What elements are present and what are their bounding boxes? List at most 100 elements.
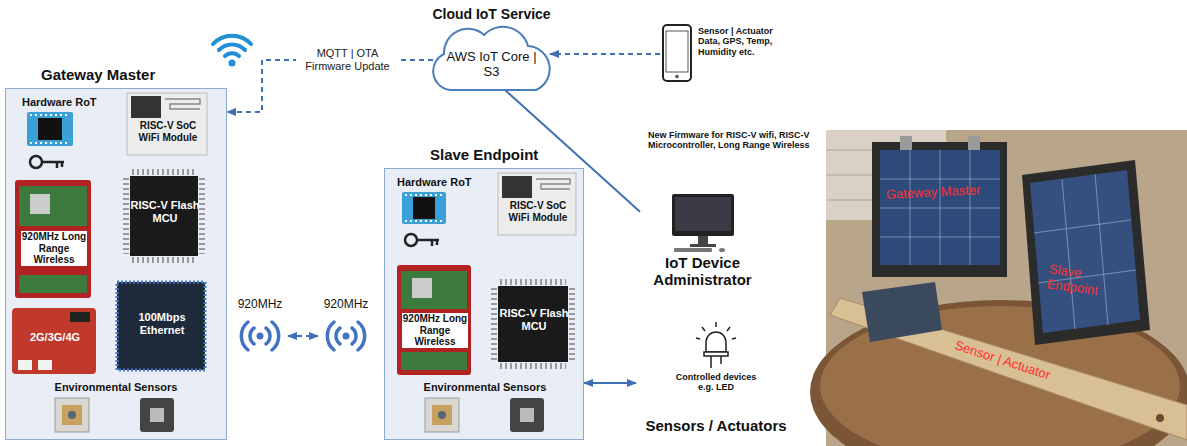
node-text: 920MHz Long Range Wireless	[21, 231, 87, 266]
mcu-chip-part	[569, 288, 575, 360]
sensor-chip-part	[140, 398, 174, 432]
key-icon-part	[417, 240, 439, 246]
monitor-icon-part	[719, 248, 725, 252]
photo-part	[880, 150, 1000, 265]
cellular-board-part	[12, 308, 96, 374]
mcu-chip-part	[132, 257, 196, 263]
gateway-box: Gateway MasterHardware RoTRISC-V SoC WiF…	[5, 88, 227, 440]
wifi-module-part	[131, 96, 161, 118]
node-text: 920MHz	[232, 298, 288, 312]
node-text: RISC-V Flash MCU	[498, 307, 570, 332]
panel-fill-part	[5, 88, 227, 440]
radio-board-part	[401, 271, 467, 309]
led-icon-part	[702, 327, 705, 331]
monitor-icon-part	[675, 197, 731, 231]
radio-module-box: 920MHz Long Range Wireless	[13, 179, 95, 301]
photo-part	[1156, 414, 1164, 422]
photo-part	[862, 282, 942, 342]
sensor-chip-part	[510, 398, 544, 432]
key-icon-part	[30, 156, 42, 168]
mcu-chip-part	[199, 178, 205, 254]
rot-chip-part	[30, 142, 70, 144]
wifi-module-part	[536, 179, 570, 189]
wifi-icon-part	[213, 36, 251, 44]
sensor-chip-part	[62, 405, 82, 425]
radio-icon-part	[327, 322, 334, 350]
led-icon	[696, 322, 736, 368]
sensor-chip-part	[150, 408, 164, 422]
monitor-icon	[672, 194, 734, 252]
node-text: 2G/3G/4G	[15, 331, 95, 344]
hardware-rot: Hardware RoT	[395, 174, 485, 256]
cellular-box: 2G/3G/4G	[11, 307, 99, 377]
wifi-module-box: RISC-V SoC WiFi Module	[128, 94, 208, 156]
panel-fill	[5, 88, 584, 440]
radio-node: 920MHz	[318, 298, 374, 354]
led-icon-part	[732, 338, 736, 339]
wifi-module-part	[502, 176, 532, 198]
led-icon-part	[696, 338, 700, 339]
radio-icon	[241, 322, 364, 350]
mcu-box: RISC-V Flash MCU	[489, 277, 579, 373]
node-text: Hardware RoT	[22, 96, 112, 109]
connector	[288, 335, 318, 337]
sensor-chip-part	[520, 408, 534, 422]
wifi-icon-part	[229, 60, 236, 67]
sensor-chip-part	[55, 398, 89, 432]
rot-chip-part	[405, 194, 443, 196]
led-icon-part	[715, 322, 717, 327]
wifi-module-box: RISC-V SoC WiFi Module	[499, 174, 577, 236]
sensor-chip-part	[68, 411, 76, 419]
mcu-chip-part	[500, 363, 566, 369]
led-icon-part	[710, 356, 712, 368]
rot-chip-part	[30, 114, 70, 116]
rot-chip-part	[27, 112, 73, 146]
rot-chip-part	[413, 197, 435, 219]
sensor-group: Environmental Sensors	[26, 381, 206, 439]
mcu-chip-part	[500, 279, 566, 285]
wifi-icon	[213, 36, 251, 67]
radio-icon-part	[257, 333, 264, 340]
node-text: AWS IoT Core | S3	[444, 50, 540, 80]
node-text: RISC-V SoC WiFi Module	[131, 120, 205, 143]
wifi-module-part	[127, 93, 207, 155]
photo-part	[1030, 170, 1140, 333]
phone-icon-part	[666, 31, 688, 72]
edge-label: MQTT | OTA Firmware Update	[296, 46, 400, 73]
radio-icon-part	[358, 322, 365, 350]
rot-chip-part	[402, 192, 446, 224]
radio-icon-part	[343, 333, 350, 340]
ethernet-box: 100Mbps Ethernet	[116, 281, 208, 373]
phone-icon	[663, 25, 691, 81]
phone-icon-part	[663, 25, 691, 81]
mcu-chip-part	[123, 178, 129, 254]
radio-module-box: 920MHz Long Range Wireless	[395, 263, 475, 379]
monitor-icon-part	[698, 236, 708, 244]
radio-board-part	[19, 275, 87, 293]
cloud-node: Cloud IoT ServiceAWS IoT Core | S3	[433, 30, 550, 90]
radio-board-part	[30, 194, 50, 214]
key-icon-part	[405, 234, 417, 246]
led-icon-part	[720, 356, 722, 364]
key-icon	[30, 156, 439, 246]
radio-node: 920MHz	[232, 298, 288, 354]
photo-part	[1034, 174, 1136, 329]
node-heading: Controlled devices e.g. LED	[670, 372, 762, 393]
panel-fill-part	[384, 168, 584, 440]
admin-node: IoT Device Administrator	[640, 190, 765, 294]
sensor-chip-part	[432, 405, 452, 425]
node-text: 100Mbps Ethernet	[122, 311, 202, 336]
led-icon-part	[727, 327, 730, 331]
radio-board-part	[19, 186, 87, 226]
radio-icon-part	[272, 322, 279, 350]
cellular-board	[12, 308, 96, 374]
led-icon-part	[706, 332, 726, 352]
led-icon-part	[704, 352, 728, 356]
key-icon-part	[42, 162, 64, 168]
radio-board-part	[397, 265, 471, 375]
wifi-module-part	[498, 173, 576, 235]
wifi-icon-part	[219, 44, 245, 50]
